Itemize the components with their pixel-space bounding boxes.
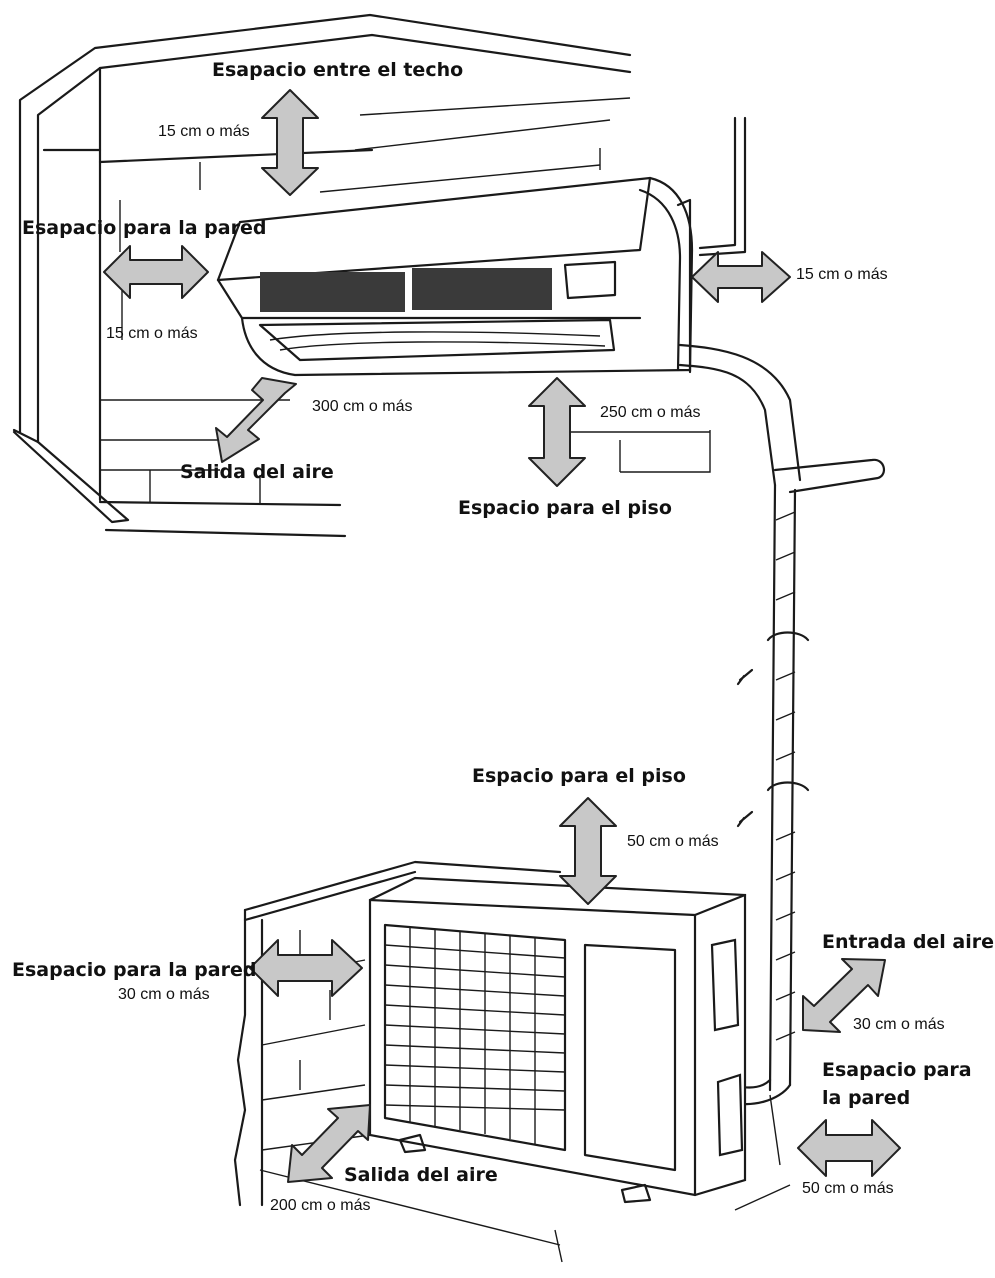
label-air-outlet-dist: 300 cm o más — [312, 398, 413, 415]
label-indoor-floor-dist: 250 cm o más — [600, 404, 701, 421]
outdoor-unit — [368, 876, 747, 1204]
label-air-inlet-dist: 30 cm o más — [853, 1016, 945, 1033]
label-outdoor-right-wall-space-2: la pared — [822, 1087, 911, 1109]
arrow-outdoor-right-wall — [797, 1119, 901, 1177]
label-air-inlet: Entrada del aire — [822, 931, 995, 953]
label-outdoor-air-outlet: Salida del aire — [344, 1164, 498, 1186]
arrow-air-inlet — [802, 958, 886, 1033]
arrow-indoor-wall — [103, 245, 209, 299]
arrow-outdoor-top — [559, 797, 617, 905]
arrow-ceiling — [261, 89, 319, 196]
label-outdoor-left-wall-space: Esapacio para la pared — [12, 959, 257, 981]
arrow-indoor-floor — [528, 377, 586, 487]
label-ceiling-dist: 15 cm o más — [158, 123, 250, 140]
label-outdoor-top-dist: 50 cm o más — [627, 833, 719, 850]
label-indoor-wall-space: Esapacio para la pared — [22, 217, 267, 239]
arrow-outdoor-left-wall — [249, 939, 363, 997]
label-outdoor-air-outlet-dist: 200 cm o más — [270, 1197, 371, 1214]
indoor-unit — [216, 176, 694, 377]
label-outdoor-left-wall-dist: 30 cm o más — [118, 986, 210, 1003]
label-ceiling-space: Esapacio entre el techo — [212, 59, 464, 81]
label-outdoor-right-wall-dist: 50 cm o más — [802, 1180, 894, 1197]
arrow-outdoor-air-outlet — [287, 1104, 371, 1183]
arrow-indoor-air-outlet — [215, 377, 297, 463]
label-indoor-air-outlet: Salida del aire — [180, 461, 334, 483]
label-outdoor-right-wall-space-1: Esapacio para — [822, 1059, 972, 1081]
screw-icons — [736, 668, 754, 828]
label-indoor-floor-space: Espacio para el piso — [458, 497, 672, 519]
arrow-indoor-right — [691, 251, 791, 303]
label-outdoor-top-space: Espacio para el piso — [472, 765, 686, 787]
label-right-side-dist: 15 cm o más — [796, 266, 888, 283]
label-indoor-wall-dist: 15 cm o más — [106, 325, 198, 342]
dimension-lines — [259, 1094, 791, 1263]
